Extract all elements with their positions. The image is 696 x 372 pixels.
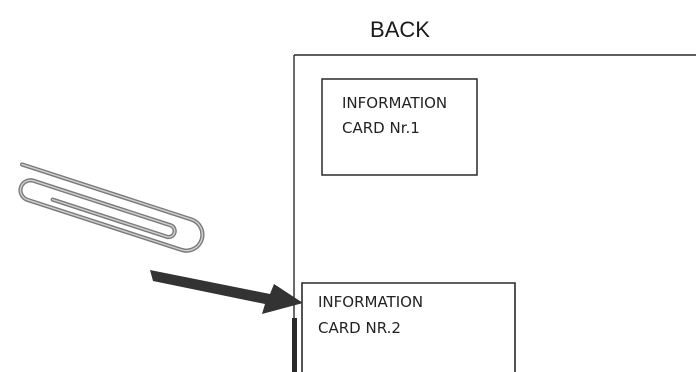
diagram-title: BACK [370, 17, 430, 42]
information-card-1: INFORMATION CARD Nr.1 [321, 78, 478, 176]
card-2-line-1: INFORMATION [318, 293, 423, 311]
card-2-line-2: CARD NR.2 [318, 319, 401, 337]
card-1-line-2: CARD Nr.1 [342, 119, 420, 137]
paperclip-icon [18, 162, 205, 253]
back-sheet [292, 54, 696, 372]
arrow-icon [150, 270, 303, 314]
card-1-line-1: INFORMATION [342, 94, 447, 112]
information-card-2: INFORMATION CARD NR.2 [301, 282, 516, 372]
